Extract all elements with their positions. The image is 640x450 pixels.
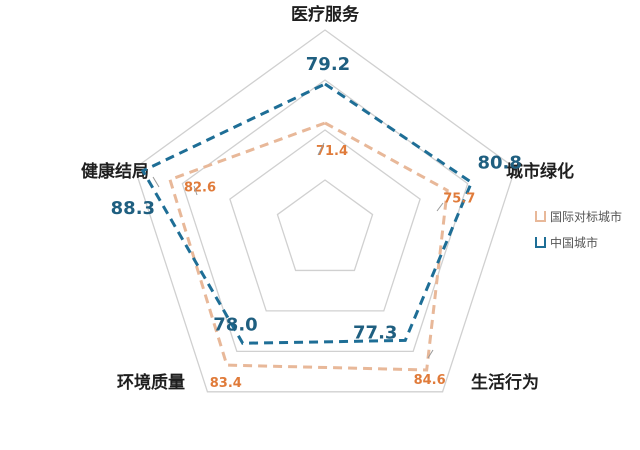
- axis-label-4: 健康结局: [81, 161, 149, 182]
- series-line-1: [140, 82, 474, 345]
- data-label-s0-3: 83.4: [210, 376, 242, 391]
- legend-item-international[interactable]: 国际对标城市: [535, 203, 622, 229]
- leader-line-1: [436, 202, 444, 212]
- leader-line-2: [427, 349, 434, 359]
- legend-label-international: 国际对标城市: [550, 209, 623, 224]
- data-label-s1-0: 79.2: [306, 54, 350, 75]
- data-label-s0-0: 71.4: [316, 144, 348, 159]
- grid-ring-60: [276, 179, 374, 272]
- axis-label-3: 环境质量: [117, 372, 185, 393]
- legend: 国际对标城市 中国城市: [535, 203, 622, 255]
- data-label-s0-4: 82.6: [184, 181, 216, 196]
- leader-line-3: [193, 185, 198, 196]
- data-label-s1-4: 88.3: [111, 198, 155, 219]
- legend-swatch-china: [535, 236, 546, 248]
- data-label-s1-2: 77.3: [353, 322, 397, 343]
- legend-item-china[interactable]: 中国城市: [535, 229, 622, 255]
- data-label-s1-1: 80.8: [477, 152, 521, 173]
- axis-label-2: 生活行为: [471, 372, 539, 393]
- series-line-0: [168, 121, 449, 372]
- legend-label-china: 中国城市: [550, 235, 599, 250]
- leader-line-4: [152, 176, 160, 188]
- leader-line-0: [317, 142, 325, 156]
- legend-swatch-international: [535, 210, 546, 222]
- data-label-s0-2: 84.6: [414, 373, 446, 388]
- data-label-s1-3: 78.0: [213, 314, 257, 335]
- axis-label-0: 医疗服务: [291, 4, 360, 25]
- axis-label-1: 城市绿化: [506, 161, 574, 182]
- grid-ring-70: [229, 129, 421, 312]
- grid-ring-90: [134, 29, 516, 393]
- data-label-s0-1: 75.7: [443, 191, 475, 206]
